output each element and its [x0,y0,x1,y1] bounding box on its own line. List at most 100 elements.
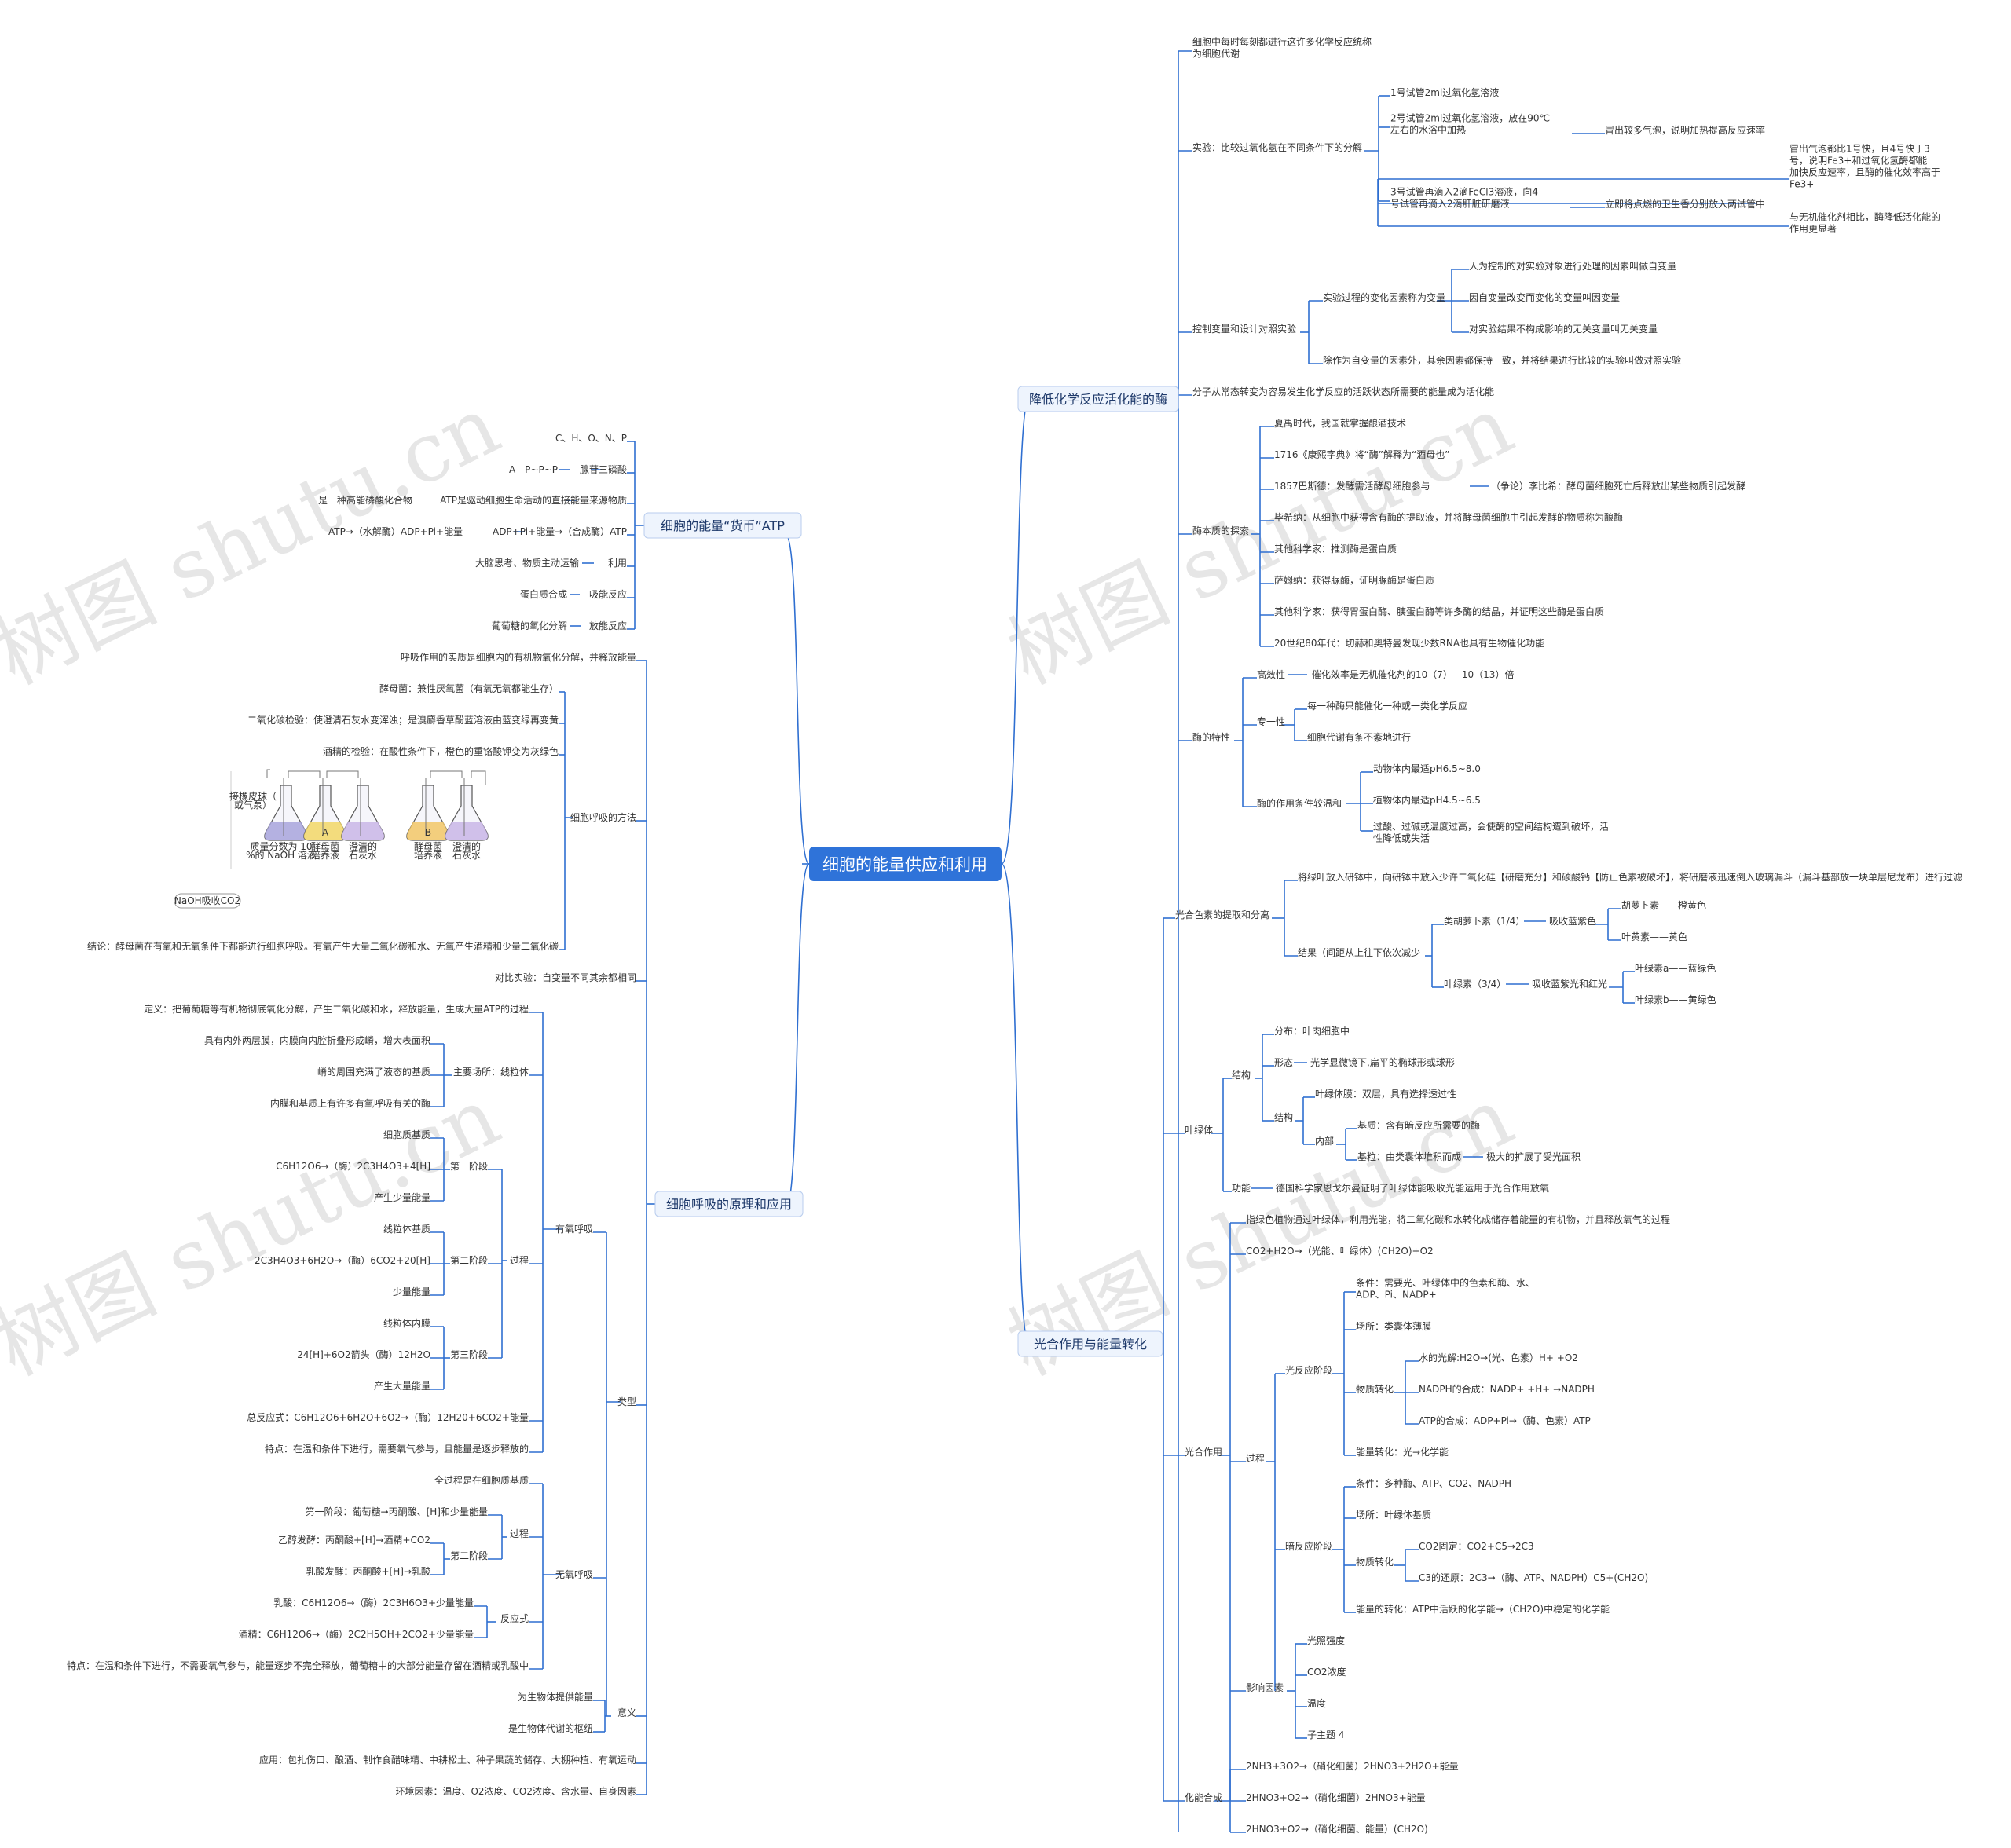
root-label: 细胞的能量供应和利用 [822,855,987,874]
figure-label-5: 酵母菌培养液 [414,841,442,861]
node-b3-7: 葡萄糖的氧化分解 [492,620,567,631]
node-b4-4b1: 全过程是在细胞质基质 [434,1474,529,1486]
branch-label-b1: 降低化学反应活化能的酶 [1029,392,1167,407]
node-b1-5-3: 1857巴斯德：发酵需活酵母细胞参与 [1274,480,1430,492]
node-b4-4a2b: 嵴的周围充满了液态的基质 [317,1066,430,1078]
node-b2-3-3a1: 条件：需要光、叶绿体中的色素和酶、水、ADP、Pi、NADP+ [1356,1277,1535,1301]
node-b1-2-2a: 冒出较多气泡，说明加热提高反应速率 [1605,124,1765,136]
figure-label-3: 酵母菌培养液 [311,841,339,861]
node-b4-4a: 有氧呼吸 [555,1224,593,1235]
node-b1-5-1: 夏禹时代，我国就掌握酿酒技术 [1274,417,1406,429]
node-b2-1-2b1y: 叶绿素b——黄绿色 [1635,994,1716,1005]
node-line: 3号试管再滴入2滴FeCl3溶液，向4 [1390,186,1538,198]
node-b2-3-3a3x: 水的光解:H2O→(光、色素）H+ +O2 [1419,1352,1578,1363]
figure-label-line: 酵母菌 [414,841,442,852]
node-b1-6-1a: 催化效率是无机催化剂的10（7）—10（13）倍 [1312,668,1514,680]
node-b1-2-1: 1号试管2ml过氧化氢溶液 [1390,86,1499,98]
node-line: 为细胞代谢 [1192,48,1240,60]
node-b4-4a1: 定义：把葡萄糖等有机物彻底氧化分解，产生二氧化碳和水，释放能量，生成大量ATP的… [144,1003,529,1015]
branch-box-b4[interactable] [654,1191,804,1217]
figure-label-line: %的 NaOH 溶液 [246,849,317,861]
node-b2-1-2b: 叶绿素（3/4） [1444,978,1506,990]
node-b2-1-2a1y: 叶黄素——黄色 [1621,931,1687,942]
node-b2-3-4a: 光照强度 [1307,1634,1345,1646]
node-b1-3: 控制变量和设计对照实验 [1192,323,1296,335]
node-b2-1-2a: 类胡萝卜素（1/4） [1444,916,1525,927]
figure-tag-b: B [425,827,431,838]
node-b2-4-3: 2HNO3+O2→（硝化细菌、能量）(CH2O) [1246,1824,1428,1835]
node-line: 性降低或失活 [1373,833,1430,844]
node-b4-2-3: 酒精的检验：在酸性条件下，橙色的重铬酸钾变为灰绿色 [323,745,559,757]
figure-label-line: 或气泵） [234,799,272,811]
node-b2-1-1: 将绿叶放入研钵中，向研钵中放入少许二氧化硅【研磨充分】和碳酸钙【防止色素被破坏】… [1298,871,1962,883]
node-b4-4a2c: 内膜和基质上有许多有氧呼吸有关的酶 [270,1097,430,1109]
flask-yeast-b-liquid [406,822,450,840]
node-b1-5-6: 萨姆纳：获得脲酶，证明脲酶是蛋白质 [1274,574,1434,586]
node-b2-2-1c2b1: 极大的扩展了受光面积 [1486,1151,1581,1162]
node-line: 左右的水浴中加热 [1390,124,1466,136]
node-b4-4b: 无氧呼吸 [555,1569,593,1580]
trunk-connector-4 [785,863,810,1209]
node-b2-4-1: 2NH3+3O2→（硝化细菌）2HNO3+2H2O+能量 [1246,1761,1459,1772]
node-b2-3-1: 指绿色植物通过叶绿体，利用光能，将二氧化碳和水转化成储存着能量的有机物，并且释放… [1246,1213,1670,1225]
node-b3-5: 大脑思考、物质主动运输 [475,557,579,569]
node-line: ADP、Pi、NADP+ [1356,1290,1437,1301]
flask-yeast-a-liquid [303,822,347,840]
node-b1-2-3a: 立即将点燃的卫生香分别放入两试管中 [1605,198,1765,210]
node-b4-4a3c3: 产生大量能量 [374,1381,430,1392]
node-b1-5-7: 其他科学家：获得胃蛋白酶、胰蛋白酶等许多酶的结晶，并证明这些酶是蛋白质 [1274,606,1604,617]
node-b4-4a2: 主要场所：线粒体 [453,1066,529,1078]
figure-label-1: 接橡皮球（或气泵） [229,790,277,811]
branch-box-b2[interactable] [1017,1330,1163,1357]
figure-label-line: 澄清的 [349,840,377,852]
node-b2-1-2a1: 吸收蓝紫色 [1549,916,1596,927]
node-b3-2: A—P~P~P [509,464,558,475]
node-line: 2号试管2ml过氧化氢溶液，放在90℃ [1390,112,1550,124]
node-b2-1: 光合色素的提取和分离 [1175,909,1269,920]
node-line: 冒出气泡都比1号快，且4号快于3 [1789,143,1930,155]
node-b2-2-2a: 德国科学家恩戈尔曼证明了叶绿体能吸收光能运用于光合作用放氧 [1276,1182,1549,1194]
node-b2-3-3: 过程 [1246,1452,1265,1464]
node-b3-4a: ADP+Pi+能量→（合成酶）ATP [493,525,627,537]
node-b4-2: 细胞呼吸的方法 [570,811,636,823]
root-node[interactable] [809,847,1002,881]
glass-tube-3 [430,770,463,778]
node-b4-2-1: 酵母菌：兼性厌氧菌（有氧无氧都能生存） [379,683,559,694]
node-b1-3-1b: 因自变量改变而变化的变量叫因变量 [1469,291,1620,303]
node-b4-4a2a: 具有内外两层膜，内膜向内腔折叠形成嵴，增大表面积 [204,1034,430,1046]
node-b2-3-3b3y: C3的还原：2C3→（酶、ATP、NADPH）C5+(CH2O) [1419,1572,1648,1583]
node-b4-3: 对比实验：自变量不同其余都相同 [495,972,636,983]
node-b1-5-4: 毕希纳：从细胞中获得含有酶的提取液，并将酵母菌细胞中引起发酵的物质称为酿酶 [1274,511,1623,523]
figure-label-line: 接橡皮球（ [229,790,277,802]
node-b4-4a3: 过程 [510,1254,529,1266]
watermark-3: 树图 shutu.cn [0,1068,513,1394]
node-b4-4b3: 反应式 [500,1612,529,1624]
node-b2-3-3a3: 物质转化 [1356,1383,1394,1395]
node-b4-5a: 为生物体提供能量 [518,1691,593,1703]
node-b3-6: 蛋白质合成 [520,588,567,600]
node-b1-3-1a: 人为控制的对实验对象进行处理的因素叫做自变量 [1469,260,1676,272]
node-line: 条件：需要光、叶绿体中的色素和酶、水、 [1356,1277,1535,1289]
node-b4-4a3b2: 2C3H4O3+6H2O→（酶）6CO2+20[H] [255,1254,430,1266]
node-b2-2-1c2b: 基粒：由类囊体堆积而成 [1357,1151,1461,1162]
node-b2-3-3b1: 条件：多种酶、ATP、CO2、NADPH [1356,1477,1511,1489]
node-b2-2-1c2: 内部 [1315,1135,1334,1147]
node-b4-4a3a3: 产生少量能量 [374,1192,430,1203]
node-b2-2-1a: 分布：叶肉细胞中 [1274,1025,1350,1037]
node-b1-5-2: 1716《康熙字典》将“酶”解释为“酒母也” [1274,448,1449,460]
node-b4-5: 意义 [617,1707,636,1718]
node-b4-2-4: NaOH吸收CO2 [174,895,240,906]
figure-label-2: 质量分数为 10%的 NaOH 溶液 [246,840,317,861]
node-b3-3: 是一种高能磷酸化合物 [318,494,412,506]
node-b2-2-1b: 形态 [1274,1057,1293,1068]
node-b1-6-2: 专一性 [1257,715,1285,727]
figure-label-line: 培养液 [414,849,442,861]
branch-box-b1[interactable] [1017,386,1179,412]
flask-limewater-a-liquid [341,822,385,840]
node-layer: 细胞中每时每刻都进行这许多化学反应统称为细胞代谢实验：比较过氧化氢在不同条件下的… [67,36,1962,1835]
node-b2-4: 化能合成 [1185,1791,1222,1803]
node-b1-6-3a: 动物体内最适pH6.5~8.0 [1373,763,1481,774]
branch-box-b3[interactable] [643,512,802,539]
